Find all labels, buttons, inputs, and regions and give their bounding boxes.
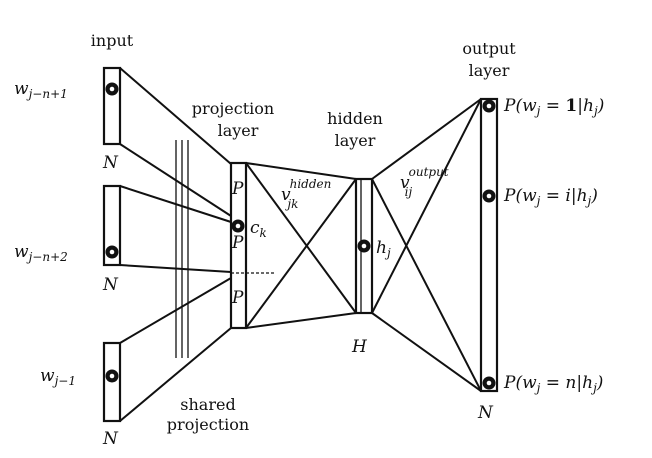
output-unit-n: [482, 376, 496, 390]
label-H: H: [351, 337, 368, 357]
hidden-unit-hj: [357, 239, 371, 253]
edge-in1-top: [119, 67, 232, 165]
edge-hidden-output-bottom: [371, 312, 482, 392]
label-projection-1: projection: [192, 99, 274, 118]
input-unit-1: [105, 82, 119, 96]
projection-unit-ck: [231, 219, 245, 233]
label-shared-1: shared: [180, 395, 235, 414]
label-input: input: [91, 31, 134, 50]
label-output-2: layer: [469, 61, 510, 80]
label-P-1: P: [231, 179, 244, 199]
label-w-j-n-plus-2: wj−n+2: [14, 242, 68, 264]
output-bar: [479, 97, 499, 393]
projection-layer: [229, 161, 276, 330]
label-N-1: N: [102, 153, 119, 173]
label-shared-2: projection: [167, 415, 249, 434]
label-N-3: N: [102, 429, 119, 449]
output-unit-1: [482, 99, 496, 113]
label-output-1: output: [462, 39, 516, 58]
input-block-2: [102, 184, 122, 267]
label-c-k: ck: [250, 218, 267, 240]
output-unit-i: [482, 189, 496, 203]
edge-hidden-output-cross1: [371, 178, 482, 392]
units: [105, 82, 496, 390]
input-block-1: [102, 66, 122, 146]
labels: input projection layer hidden layer outp…: [14, 31, 604, 449]
label-prob-1: P(wj = 1|hj): [503, 96, 604, 118]
label-prob-i: P(wj = i|hj): [503, 186, 598, 208]
output-layer: [479, 97, 499, 393]
label-projection-2: layer: [218, 121, 259, 140]
edge-hidden-output-top: [371, 98, 482, 180]
edge-in3-bottom: [119, 327, 232, 422]
edge-proj-hidden-bottom: [245, 312, 357, 329]
edge-hidden-output-cross2: [371, 98, 482, 314]
label-N-output: N: [477, 403, 494, 423]
input-unit-3: [105, 369, 119, 383]
projection-bar: [229, 161, 248, 330]
label-h-j: hj: [376, 238, 391, 260]
label-w-j-n-plus-1: wj−n+1: [14, 79, 68, 101]
label-P-3: P: [231, 288, 244, 308]
label-w-j-minus-1: wj−1: [40, 366, 76, 388]
input-blocks: [102, 66, 122, 423]
input-unit-2: [105, 245, 119, 259]
edge-proj-hidden-cross1: [245, 162, 357, 314]
label-prob-n: P(wj = n|hj): [503, 373, 603, 395]
connections: [119, 67, 482, 422]
label-hidden-2: layer: [335, 131, 376, 150]
edge-proj-hidden-top: [245, 162, 357, 180]
label-hidden-1: hidden: [327, 109, 383, 128]
label-N-2: N: [102, 275, 119, 295]
label-P-2: P: [231, 233, 244, 253]
edge-proj-hidden-cross2: [245, 178, 357, 329]
